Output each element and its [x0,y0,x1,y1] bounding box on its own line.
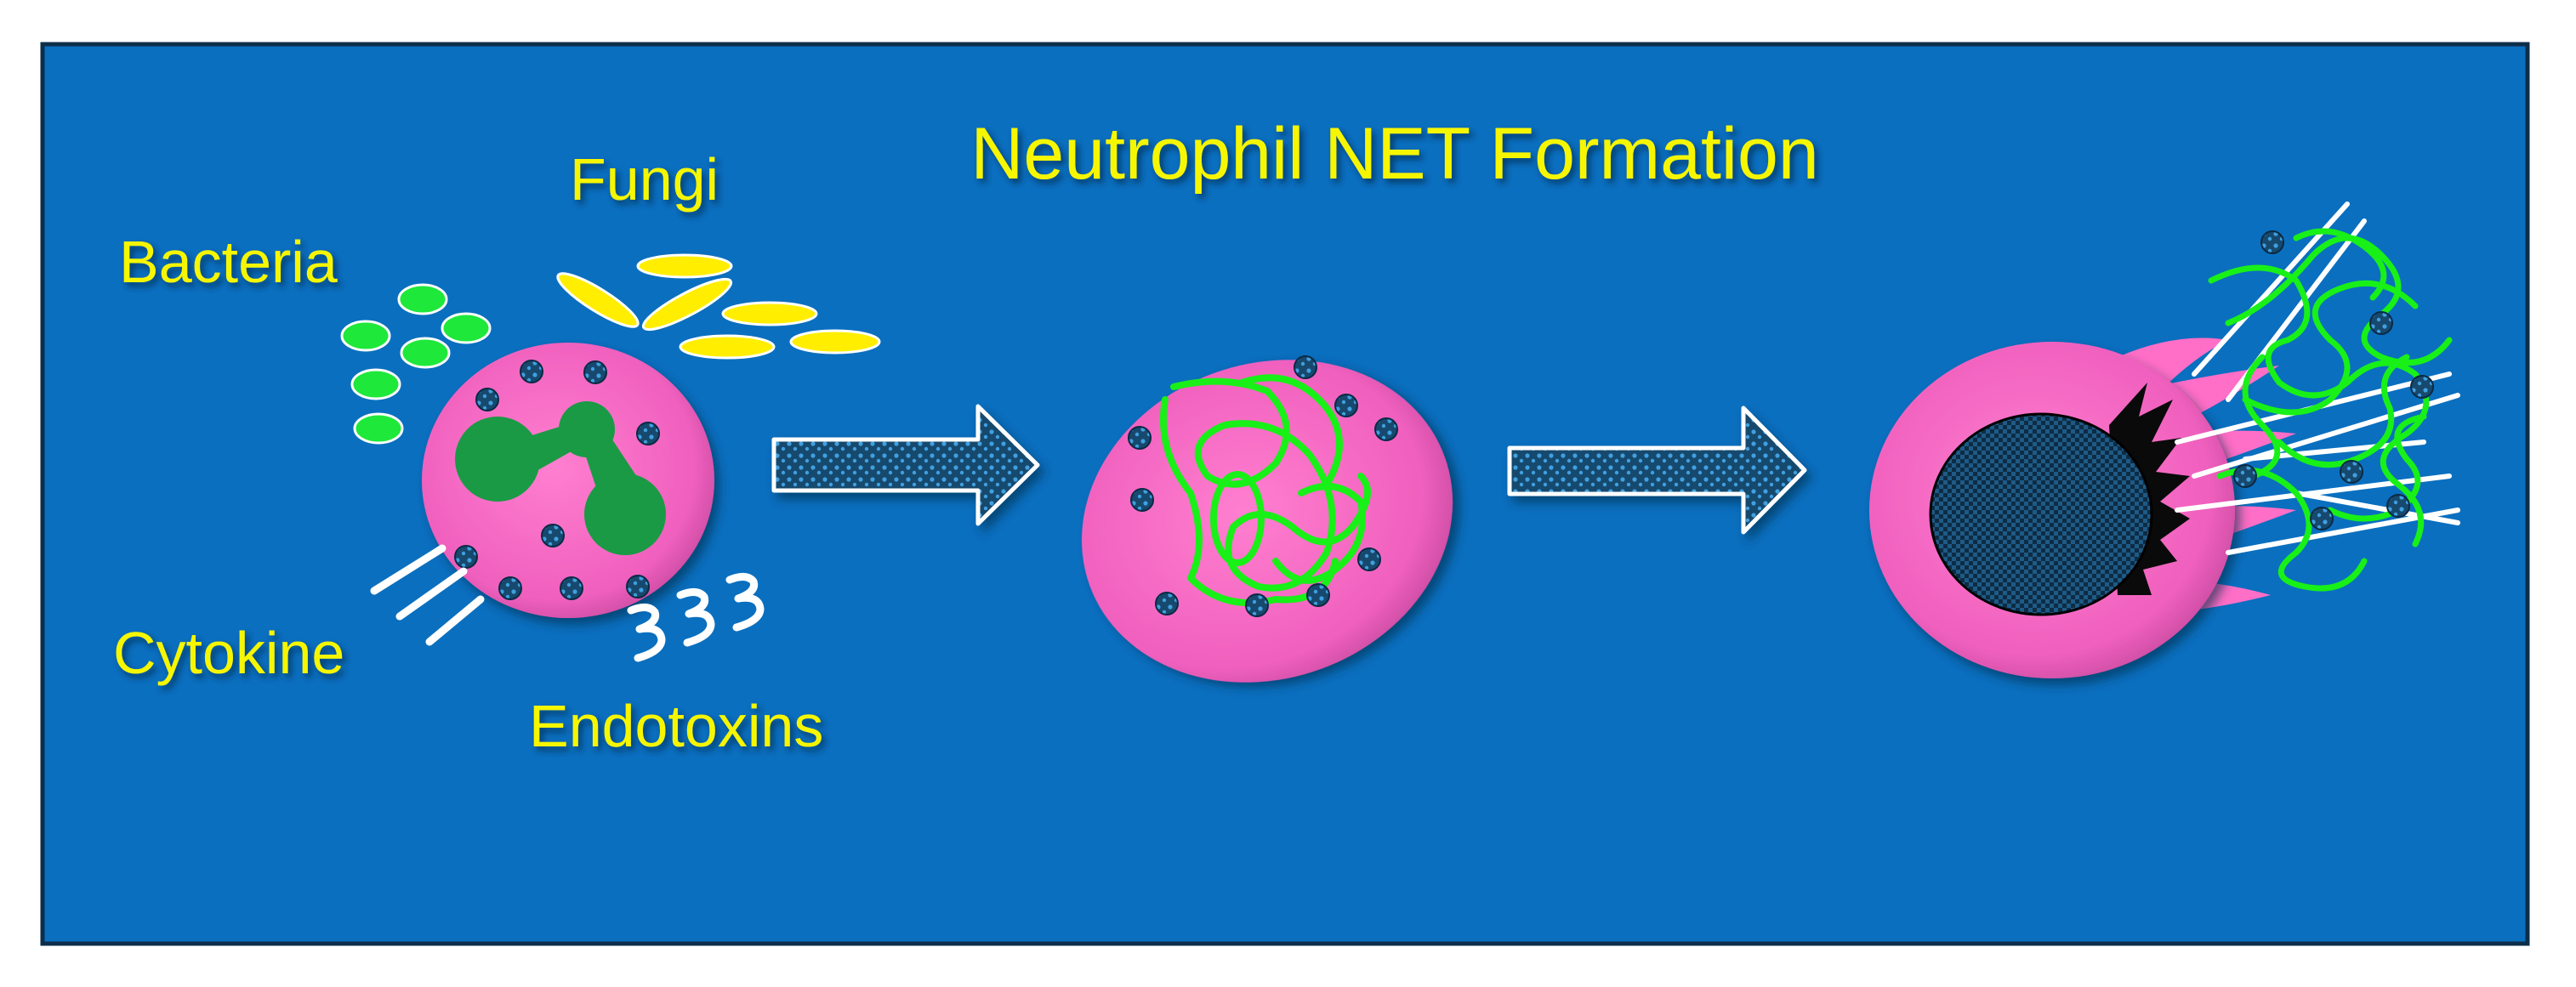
cytokine-label: Cytokine [113,620,344,686]
diagram-title: Neutrophil NET Formation [970,113,1818,195]
fungi-group [556,253,881,360]
decondensed-chromatin [1160,374,1371,607]
endotoxins-label: Endotoxins [529,693,823,759]
endotoxin-squiggles [627,573,765,662]
bacteria-group [340,283,492,445]
stage-3-net-release [1869,201,2460,678]
stage-1-resting-neutrophil: Bacteria Fungi Cytokine Endotoxins [113,146,881,759]
fungi-label: Fungi [570,146,719,213]
lobed-nucleus [455,401,666,555]
extracellular-dna-net [2208,228,2453,592]
extruding-nucleus [1929,412,2153,616]
stage-arrow-1 [771,404,1040,526]
bacteria-label: Bacteria [119,229,338,295]
cytokine-lines [370,544,485,646]
stage-arrow-2 [1507,406,1807,535]
stage-2-decondensed-chromatin [1082,355,1453,683]
